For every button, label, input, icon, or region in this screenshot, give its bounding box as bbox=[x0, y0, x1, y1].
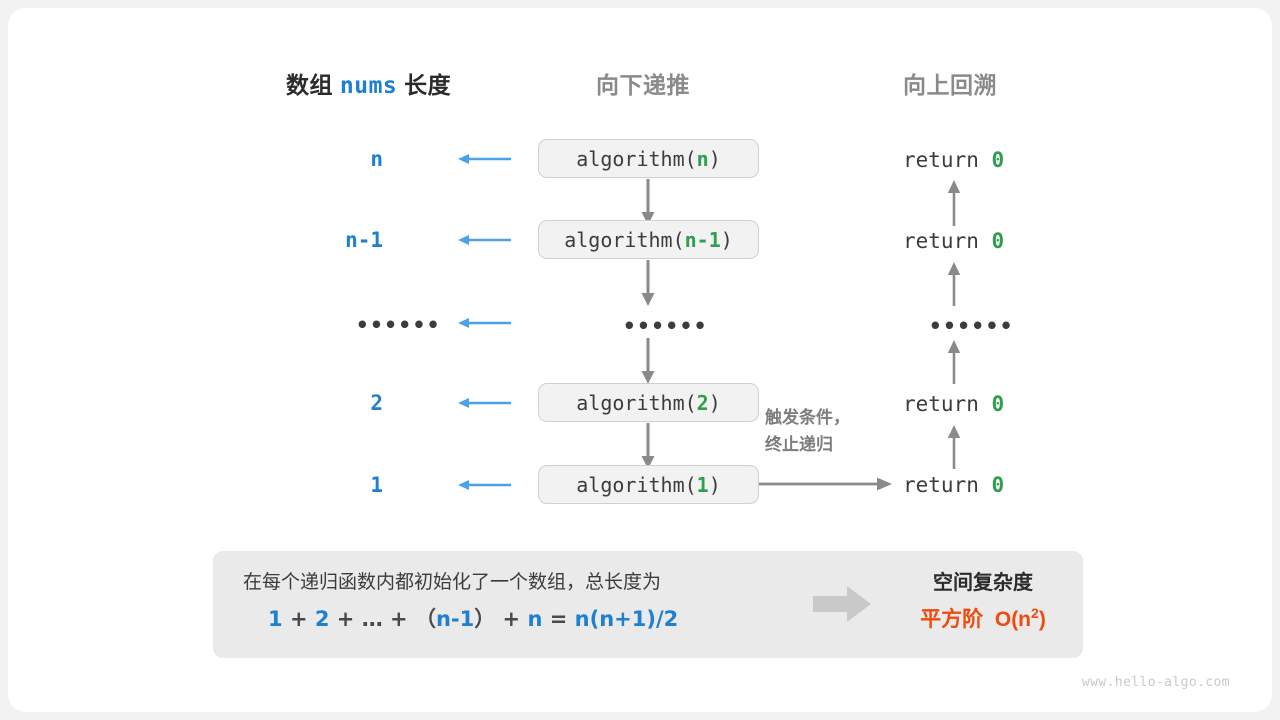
call-box-row-4: algorithm(1) bbox=[538, 465, 759, 504]
call-text-suffix-row-4: ) bbox=[708, 472, 721, 497]
formula-term-n-minus-1: n-1 bbox=[435, 607, 475, 631]
complexity-notation-exponent: 2 bbox=[1031, 605, 1039, 621]
header-array-suffix: 长度 bbox=[404, 72, 452, 98]
formula-equals: = bbox=[549, 607, 568, 631]
formula-op-4: + bbox=[502, 607, 521, 631]
complexity-notation: O(n2) bbox=[989, 605, 1046, 631]
header-array-length: 数组 nums 长度 bbox=[286, 66, 451, 100]
left-arrow-icon-row-4 bbox=[458, 480, 511, 490]
complexity-order-label: 平方阶 bbox=[920, 608, 984, 631]
up-arrow-icon-2 bbox=[947, 340, 961, 384]
base-case-note-line2: 终止递归 bbox=[765, 435, 833, 454]
watermark: www.hello-algo.com bbox=[1081, 675, 1230, 690]
left-arrow-icon-row-0 bbox=[458, 154, 511, 164]
left-arrow-icon-row-2 bbox=[458, 318, 511, 328]
base-case-note: 触发条件， 终止递归 bbox=[765, 404, 850, 458]
summary-panel: 在每个递归函数内都初始化了一个数组，总长度为 1 + 2 + … + （n-1）… bbox=[213, 551, 1083, 658]
return-row-4: return 0 bbox=[903, 473, 1004, 497]
summary-formula: 1 + 2 + … + （n-1） + n = n(n+1)/2 bbox=[268, 603, 678, 633]
header-ascend: 向上回溯 bbox=[903, 72, 997, 98]
return-row-1: return 0 bbox=[903, 229, 1004, 253]
formula-op-3: + bbox=[390, 607, 408, 631]
down-arrow-icon-1 bbox=[641, 260, 655, 306]
space-complexity-title: 空间复杂度 bbox=[933, 572, 1033, 594]
down-arrow-icon-3 bbox=[641, 423, 655, 469]
diagram-card: 数组 nums 长度 向下递推 向上回溯 n algorithm(n) retu… bbox=[8, 8, 1272, 712]
return-value-row-3: 0 bbox=[991, 392, 1005, 416]
up-arrow-icon-1 bbox=[947, 262, 961, 306]
return-value-row-1: 0 bbox=[991, 229, 1005, 253]
header-descend: 向下递推 bbox=[596, 72, 690, 98]
call-arg-row-4: 1 bbox=[696, 472, 709, 497]
call-box-row-1: algorithm(n-1) bbox=[538, 220, 759, 259]
return-keyword-row-3: return bbox=[903, 392, 992, 416]
call-arg-row-1: n-1 bbox=[684, 227, 721, 252]
call-text-suffix-row-1: ) bbox=[720, 227, 733, 252]
formula-op-2: + bbox=[336, 607, 355, 631]
size-label-row-1: n-1 bbox=[345, 228, 383, 252]
down-arrow-icon-0 bbox=[641, 179, 655, 225]
return-keyword-row-4: return bbox=[903, 473, 992, 497]
formula-term-1: 1 bbox=[268, 607, 283, 631]
base-case-note-line1: 触发条件， bbox=[765, 408, 850, 427]
up-arrow-icon-0 bbox=[947, 180, 961, 226]
size-label-row-0: n bbox=[370, 147, 383, 171]
formula-term-2: 2 bbox=[314, 607, 330, 631]
return-keyword-row-1: return bbox=[903, 229, 992, 253]
up-arrow-icon-3 bbox=[947, 425, 961, 469]
return-ellipsis-row-2: •••••• bbox=[929, 314, 1014, 338]
formula-term-n: n bbox=[527, 607, 543, 631]
return-row-0: return 0 bbox=[903, 148, 1004, 172]
return-value-row-0: 0 bbox=[991, 148, 1005, 172]
call-text-suffix-row-0: ) bbox=[708, 146, 721, 171]
call-text-prefix-row-0: algorithm( bbox=[576, 146, 697, 171]
complexity-notation-prefix: O(n bbox=[994, 608, 1032, 631]
return-keyword-row-0: return bbox=[903, 148, 992, 172]
right-block-arrow-icon bbox=[813, 586, 871, 622]
formula-paren-close: ） bbox=[474, 607, 496, 631]
call-box-row-0: algorithm(n) bbox=[538, 139, 759, 178]
header-array-prefix: 数组 bbox=[286, 72, 333, 98]
formula-op-1: + bbox=[289, 607, 308, 631]
size-label-row-3: 2 bbox=[370, 391, 383, 415]
call-text-prefix-row-1: algorithm( bbox=[564, 227, 685, 252]
left-arrow-icon-row-3 bbox=[458, 398, 511, 408]
summary-description: 在每个递归函数内都初始化了一个数组，总长度为 bbox=[243, 572, 662, 593]
call-arg-row-0: n bbox=[696, 146, 709, 171]
call-text-prefix-row-4: algorithm( bbox=[576, 472, 697, 497]
call-ellipsis-row-2: •••••• bbox=[623, 314, 708, 338]
down-arrow-icon-2 bbox=[641, 338, 655, 384]
return-row-3: return 0 bbox=[903, 392, 1004, 416]
base-case-arrow-icon bbox=[759, 477, 892, 491]
call-text-prefix-row-3: algorithm( bbox=[576, 390, 697, 415]
complexity-notation-suffix: ) bbox=[1038, 608, 1046, 631]
size-label-row-2: •••••• bbox=[356, 313, 441, 337]
formula-ellipsis: … bbox=[361, 607, 383, 631]
call-text-suffix-row-3: ) bbox=[708, 390, 721, 415]
call-arg-row-3: 2 bbox=[696, 390, 709, 415]
size-label-row-4: 1 bbox=[370, 473, 383, 497]
header-array-code: nums bbox=[339, 73, 398, 99]
space-complexity-value: 平方阶 O(n2) bbox=[883, 603, 1083, 633]
return-value-row-4: 0 bbox=[991, 473, 1005, 497]
call-box-row-3: algorithm(2) bbox=[538, 383, 759, 422]
formula-result: n(n+1)/2 bbox=[574, 607, 679, 631]
formula-paren-open: （ bbox=[414, 607, 436, 631]
left-arrow-icon-row-1 bbox=[458, 235, 511, 245]
